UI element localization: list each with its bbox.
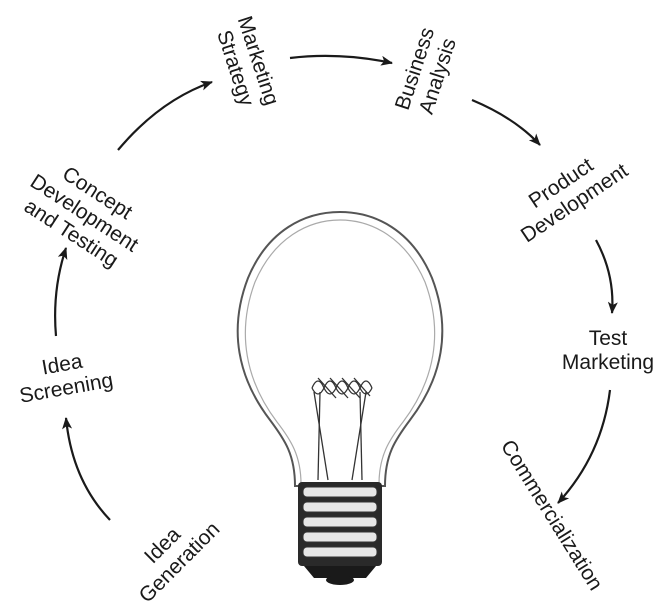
arrow-concept-to-marketing-strategy (117, 80, 213, 151)
arrow-test-marketing-to-commercialization (557, 389, 612, 504)
arrow-generation-to-screening (62, 417, 111, 521)
lightbulb-icon (236, 210, 444, 585)
cycle-arrows (54, 54, 618, 521)
arrow-business-to-product (471, 98, 541, 146)
stage-product-development: Product Development (517, 153, 633, 247)
arrow-product-to-test-marketing (595, 239, 618, 314)
arrow-screening-to-concept (54, 247, 68, 337)
bulb-screw-base (298, 482, 382, 585)
stage-commercialization: Commercialization (496, 436, 607, 595)
idea-generation-line-2: Generation (135, 518, 225, 606)
stage-concept-development: Concept Development and Testing (20, 162, 143, 272)
stage-business-analysis: Business Analysis (391, 25, 461, 117)
arrow-marketing-strategy-to-business (289, 54, 393, 66)
bulb-glass (236, 210, 444, 487)
bulb-glass-inner (244, 219, 436, 485)
stage-test-marketing: Test Marketing (562, 327, 654, 374)
test-marketing-line-2: Marketing (562, 351, 654, 374)
test-marketing-line-1: Test (589, 327, 628, 350)
stage-marketing-strategy: Marketing Strategy (212, 13, 283, 109)
commercialization-label: Commercialization (496, 436, 607, 595)
stage-idea-generation: Idea Generation (135, 518, 225, 606)
bulb-filament (311, 377, 373, 481)
stage-idea-screening: Idea Screening (18, 350, 115, 408)
